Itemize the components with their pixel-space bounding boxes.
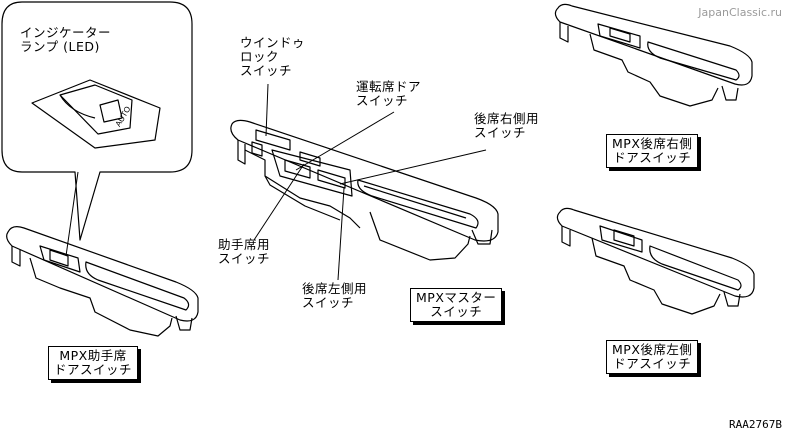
indicator-lamp-label: インジケーター ランプ (LED) <box>20 25 112 54</box>
mpx-passenger-caption: MPX助手席 ドアスイッチ <box>48 346 139 380</box>
leader-lines <box>65 83 487 281</box>
reference-code: RAA2767B <box>729 418 782 431</box>
passenger-label: 助手席用 スイッチ <box>218 237 271 266</box>
callout-switch-closeup <box>31 79 161 149</box>
mpx-master-caption: MPXマスター スイッチ <box>410 288 503 322</box>
master-switch-drawing <box>230 119 499 261</box>
rear-left-label: 後席左側用 スイッチ <box>302 281 368 310</box>
watermark: JapanClassic.ru <box>698 6 782 19</box>
rear-right-label: 後席右側用 スイッチ <box>474 111 540 140</box>
callout-bubble <box>1 1 193 241</box>
passenger-switch-drawing <box>6 226 199 337</box>
mpx-rear-right-caption: MPX後席右側 ドアスイッチ <box>606 134 699 168</box>
mpx-rear-left-caption: MPX後席左側 ドアスイッチ <box>606 340 699 374</box>
window-lock-label: ウインドゥ ロック スイッチ <box>240 35 306 78</box>
driver-door-label: 運転席ドア スイッチ <box>356 79 422 108</box>
rear-left-switch-drawing <box>556 207 755 315</box>
rear-right-switch-drawing <box>554 3 753 107</box>
